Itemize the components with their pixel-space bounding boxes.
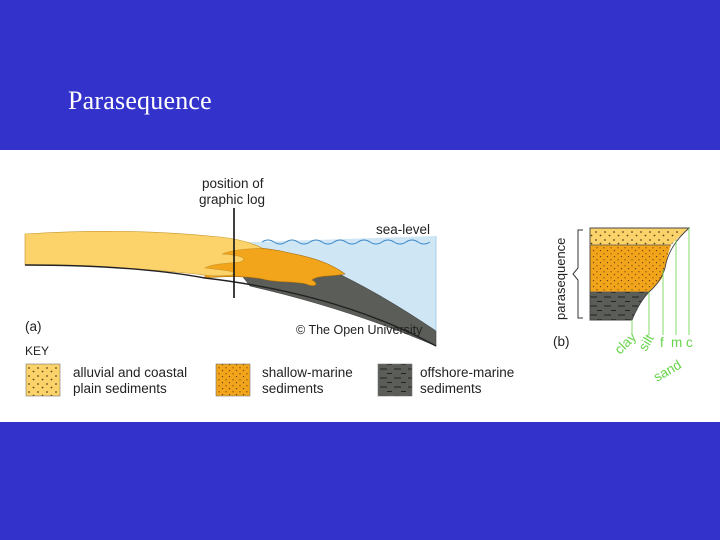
grain-medium: m — [671, 335, 682, 350]
grain-silt: silt — [636, 331, 657, 353]
grain-clay: clay — [612, 329, 640, 357]
key-offshore-line1: offshore-marine — [420, 365, 514, 380]
grain-fine: f — [660, 335, 664, 350]
sea-level-label: sea-level — [376, 222, 430, 237]
key-shallow-line2: sediments — [262, 381, 324, 396]
copyright-text: © The Open University — [296, 323, 423, 337]
key-shallow-line1: shallow-marine — [262, 365, 353, 380]
log-offshore-unit — [590, 292, 649, 320]
grain-coarse: c — [686, 335, 693, 350]
grain-sand: sand — [651, 357, 684, 385]
log-shallow-unit — [590, 245, 671, 292]
slide-title: Parasequence — [68, 86, 212, 115]
key-swatch-alluvial — [25, 363, 61, 397]
parasequence-bracket — [572, 229, 583, 319]
key-alluvial-line1: alluvial and coastal — [73, 365, 187, 380]
log-alluvial-unit — [590, 228, 689, 245]
cross-section — [24, 208, 437, 347]
key-heading: KEY — [25, 344, 49, 358]
key-swatch-shallow — [215, 363, 251, 397]
key-alluvial-line2: plain sediments — [73, 381, 167, 396]
annotation-line1: position of — [202, 176, 264, 191]
parasequence-diagram: position of graphic log sea-level (a) © … — [24, 176, 693, 397]
graphic-log — [572, 227, 691, 335]
sea-level-line — [261, 239, 431, 245]
parasequence-axis-label: parasequence — [553, 238, 568, 320]
panel-b-label: (b) — [553, 334, 570, 349]
key-swatch-offshore — [377, 363, 413, 397]
figure-panel: position of graphic log sea-level (a) © … — [0, 150, 720, 422]
annotation-line2: graphic log — [199, 192, 265, 207]
panel-a-label: (a) — [25, 319, 42, 334]
sea-water — [222, 236, 436, 331]
alluvial-layer — [24, 230, 264, 277]
key-offshore-line2: sediments — [420, 381, 482, 396]
basement-curve — [24, 264, 437, 347]
